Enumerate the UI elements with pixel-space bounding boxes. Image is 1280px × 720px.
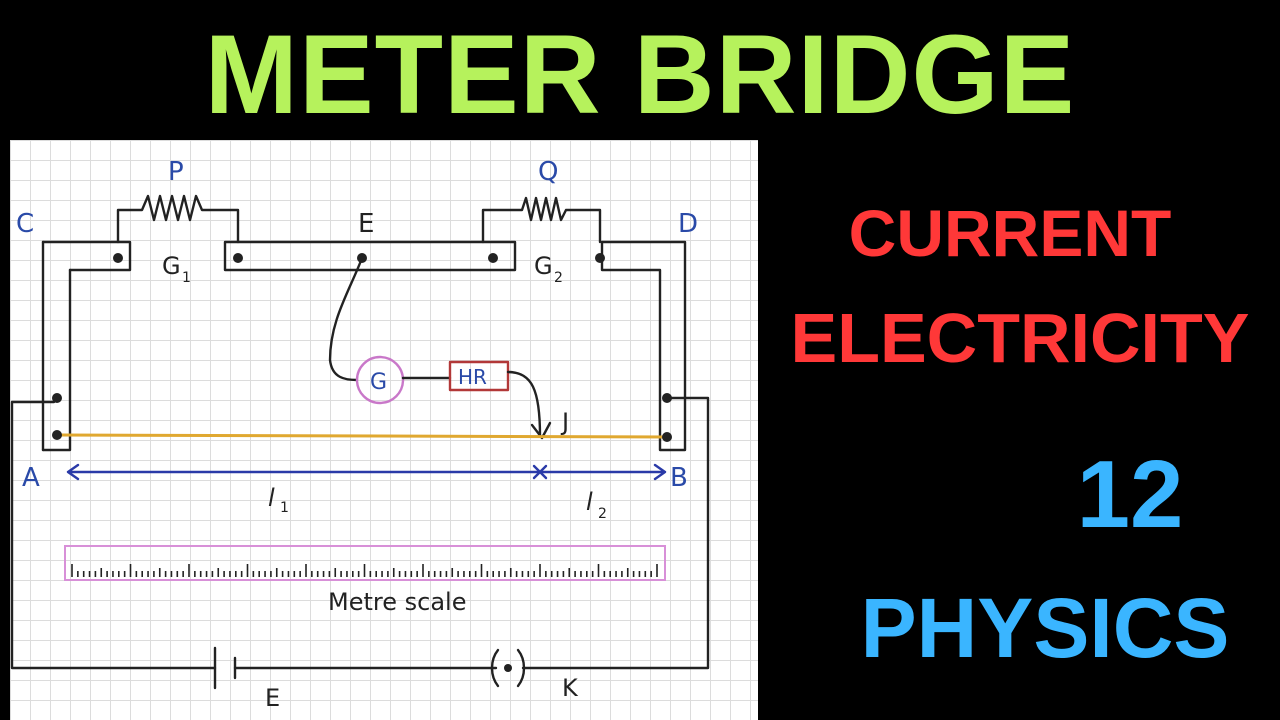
label-metre-scale: Metre scale: [328, 588, 466, 616]
galvanometer: [355, 355, 405, 405]
label-l1: l: [268, 484, 275, 512]
center-strip: [223, 240, 517, 272]
label-galvanometer: G: [370, 370, 387, 395]
metre-scale-box: [64, 545, 666, 581]
external-right-wire: [521, 396, 710, 670]
label-g2: G: [534, 252, 553, 280]
label-l2: l: [586, 488, 593, 516]
label-b: B: [670, 463, 688, 493]
circuit-svg: P Q C D E A B G HR G 1 G 2 J l 1 l 2 Met…: [10, 157, 710, 712]
j-cross: [532, 464, 548, 480]
hr-box: [448, 360, 510, 392]
key-right: [516, 648, 526, 688]
label-a: A: [22, 463, 40, 493]
label-l2-sub: 2: [598, 506, 607, 522]
jockey-wire: [506, 370, 542, 438]
metre-scale-ticks: [71, 564, 658, 577]
label-hr: HR: [458, 365, 487, 389]
topic-line-2: ELECTRICITY: [790, 299, 1250, 377]
label-p: P: [168, 157, 184, 187]
top-right-rail: [600, 240, 687, 452]
left-strip-inner: [41, 268, 72, 452]
top-left-rail: [41, 240, 132, 272]
l1-arrow: [66, 463, 542, 481]
resistor-q: [481, 196, 602, 244]
bridge-wire: [59, 433, 671, 439]
page-title: METER BRIDGE: [204, 12, 1076, 137]
subject-label: PHYSICS: [860, 581, 1230, 675]
l2-arrow: [538, 463, 667, 481]
label-g1: G: [162, 252, 181, 280]
terminals: [52, 253, 672, 672]
label-c: C: [16, 209, 34, 239]
class-number: 12: [1076, 441, 1184, 548]
key-left: [490, 648, 500, 688]
external-left-wire: [10, 400, 217, 670]
label-l1-sub: 1: [280, 500, 289, 516]
label-j: J: [560, 408, 569, 436]
topic-line-1: CURRENT: [848, 196, 1172, 270]
label-e-cell: E: [265, 684, 280, 712]
label-k: K: [562, 674, 579, 702]
label-q: Q: [538, 157, 558, 187]
label-d: D: [678, 209, 698, 239]
meter-bridge-diagram: P Q C D E A B G HR G 1 G 2 J l 1 l 2 Met…: [10, 140, 758, 720]
resistor-p: [116, 194, 240, 244]
label-e-top: E: [358, 209, 374, 239]
galvanometer-wire: [328, 256, 364, 382]
label-g2-sub: 2: [554, 270, 563, 286]
label-g1-sub: 1: [182, 270, 191, 286]
